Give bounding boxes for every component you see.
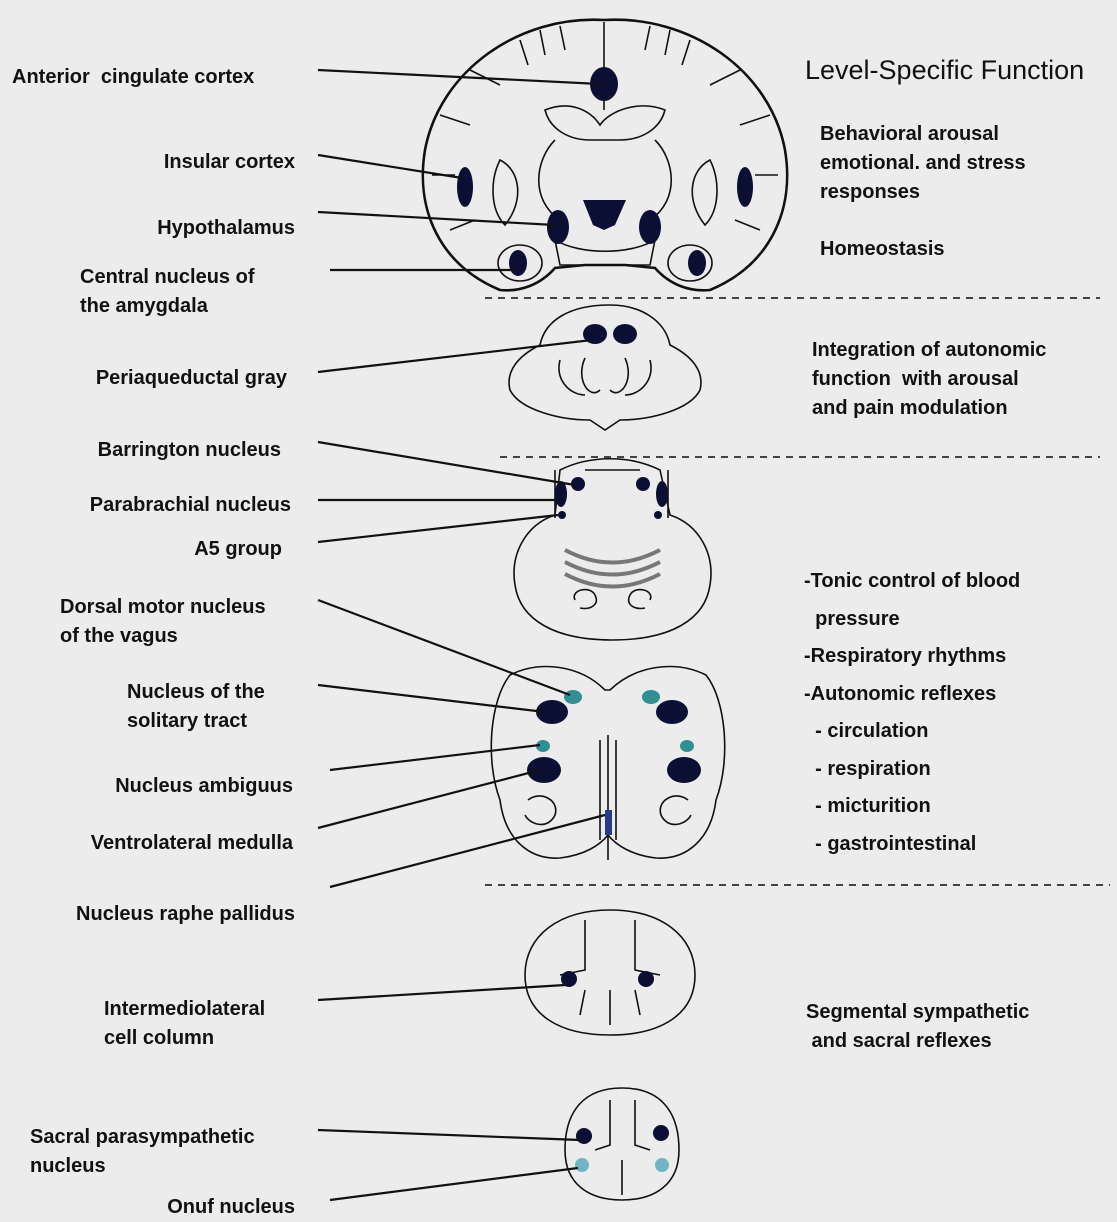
pag-right xyxy=(613,324,637,344)
forebrain-section xyxy=(423,20,787,291)
a5-left xyxy=(558,511,566,519)
label-ventrolateral-medulla: Ventrolateral medulla xyxy=(91,829,293,858)
barrington-right xyxy=(636,477,650,491)
third-ventricle-mark xyxy=(583,200,626,230)
parabrachial-left xyxy=(555,481,567,507)
label-nucleus-ambiguus: Nucleus ambiguus xyxy=(115,772,293,801)
label-onuf-nucleus: Onuf nucleus xyxy=(167,1193,295,1222)
label-anterior-cingulate-cortex: Anterior cingulate cortex xyxy=(12,63,254,92)
ambiguus-right xyxy=(680,740,694,752)
label-barrington-nucleus: Barrington nucleus xyxy=(98,436,281,465)
heading-level-specific-function: Level-Specific Function xyxy=(805,54,1084,86)
label-central-nucleus-amygdala: Central nucleus of the amygdala xyxy=(80,263,254,321)
sacral-para-right xyxy=(653,1125,669,1141)
parabrachial-right xyxy=(656,481,668,507)
function-spinal: Segmental sympathetic and sacral reflexe… xyxy=(806,998,1029,1056)
onuf-right xyxy=(655,1158,669,1172)
a5-right xyxy=(654,511,662,519)
label-nucleus-raphe-pallidus: Nucleus raphe pallidus xyxy=(76,900,295,929)
pons-section xyxy=(514,459,711,640)
label-periaqueductal-gray: Periaqueductal gray xyxy=(96,364,287,393)
label-intermediolateral-cell-column: Intermediolateral cell column xyxy=(104,995,265,1053)
insula-right xyxy=(737,167,753,207)
raphe-pallidus-dots xyxy=(605,810,612,835)
onuf-left xyxy=(575,1158,589,1172)
function-homeostasis: Homeostasis xyxy=(820,235,945,264)
sacral-para-left xyxy=(576,1128,592,1144)
thoracic-cord-section xyxy=(525,910,695,1035)
amygdala-left xyxy=(509,250,527,276)
label-a5-group: A5 group xyxy=(194,535,282,564)
insula-left xyxy=(457,167,473,207)
hypothalamus-left xyxy=(547,210,569,244)
dmnv-left xyxy=(564,690,582,704)
vlm-left xyxy=(527,757,561,783)
sacral-cord-section xyxy=(565,1088,679,1200)
midbrain-section xyxy=(509,305,701,430)
function-forebrain: Behavioral arousal emotional. and stress… xyxy=(820,120,1026,207)
function-midbrain: Integration of autonomic function with a… xyxy=(812,336,1046,423)
dmnv-right xyxy=(642,690,660,704)
function-brainstem: -Tonic control of blood pressure -Respir… xyxy=(804,563,1020,863)
nts-right xyxy=(656,700,688,724)
label-sacral-parasympathetic-nucleus: Sacral parasympathetic nucleus xyxy=(30,1123,255,1181)
hypothalamus-right xyxy=(639,210,661,244)
label-hypothalamus: Hypothalamus xyxy=(157,214,295,243)
medulla-section xyxy=(491,667,724,860)
vlm-right xyxy=(667,757,701,783)
amygdala-right xyxy=(688,250,706,276)
iml-right xyxy=(638,971,654,987)
label-dorsal-motor-nucleus-vagus: Dorsal motor nucleus of the vagus xyxy=(60,593,266,651)
label-nucleus-solitary-tract: Nucleus of the solitary tract xyxy=(127,678,265,736)
label-insular-cortex: Insular cortex xyxy=(164,148,295,177)
label-parabrachial-nucleus: Parabrachial nucleus xyxy=(90,491,291,520)
